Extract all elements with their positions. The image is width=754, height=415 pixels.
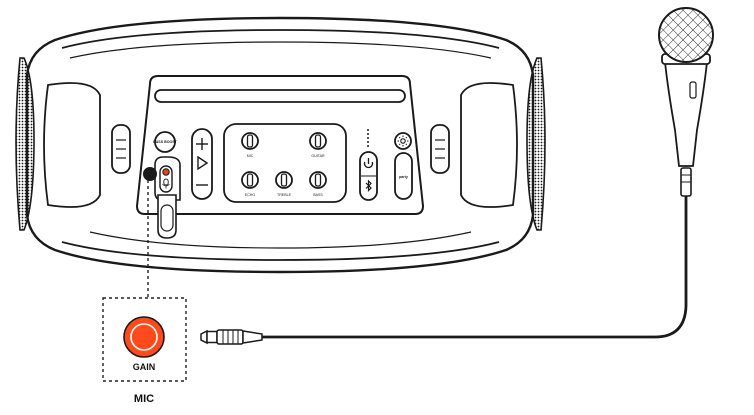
control-panel <box>135 75 425 215</box>
party-button-label: party <box>399 175 408 179</box>
knob-treble[interactable]: TREBLE <box>275 171 293 197</box>
left-grille <box>15 57 35 231</box>
knob-echo[interactable]: ECHO <box>241 171 259 197</box>
party-button[interactable]: party <box>394 152 413 200</box>
right-ribbed-bar <box>430 124 450 174</box>
volume-up-icon[interactable] <box>196 138 208 150</box>
mic-jack-port[interactable] <box>143 167 157 181</box>
mic-icon <box>162 178 170 189</box>
knob-mic[interactable]: MIC <box>241 132 259 158</box>
knob-bass-label: BASS <box>313 193 323 197</box>
knob-treble-label: TREBLE <box>277 193 292 197</box>
bass-boost-label: BASS BOOST <box>153 140 178 144</box>
bluetooth-icon[interactable] <box>365 179 372 192</box>
mic-port-area <box>143 156 181 239</box>
left-ribbed-bar <box>111 124 131 174</box>
mic-cable <box>262 195 688 339</box>
microphone-icon <box>658 7 714 197</box>
gain-knob[interactable] <box>123 316 165 358</box>
battery-indicator <box>367 129 369 147</box>
knob-panel <box>223 123 347 203</box>
top-slot <box>154 89 406 103</box>
audio-jack-icon <box>200 329 263 345</box>
mic-caption: MIC <box>134 393 154 405</box>
power-icon[interactable] <box>363 158 374 169</box>
right-grille <box>526 57 546 231</box>
knob-guitar-label: GUITAR <box>311 154 325 158</box>
speaker-body <box>25 16 535 274</box>
knob-bass[interactable]: BASS <box>309 171 327 197</box>
knob-echo-label: ECHO <box>245 193 256 197</box>
bass-boost-button[interactable]: BASS BOOST <box>153 131 178 153</box>
power-bt-capsule <box>359 151 378 201</box>
knob-guitar[interactable]: GUITAR <box>309 132 327 158</box>
knob-mic-label: MIC <box>247 154 254 158</box>
mic-gain-port[interactable] <box>162 168 170 176</box>
gain-label: GAIN <box>133 362 156 372</box>
light-icon[interactable] <box>394 132 412 150</box>
right-handle <box>460 82 518 208</box>
play-icon[interactable] <box>197 155 209 171</box>
transport-capsule <box>191 128 213 200</box>
speaker <box>15 16 546 274</box>
left-handle <box>43 82 101 208</box>
